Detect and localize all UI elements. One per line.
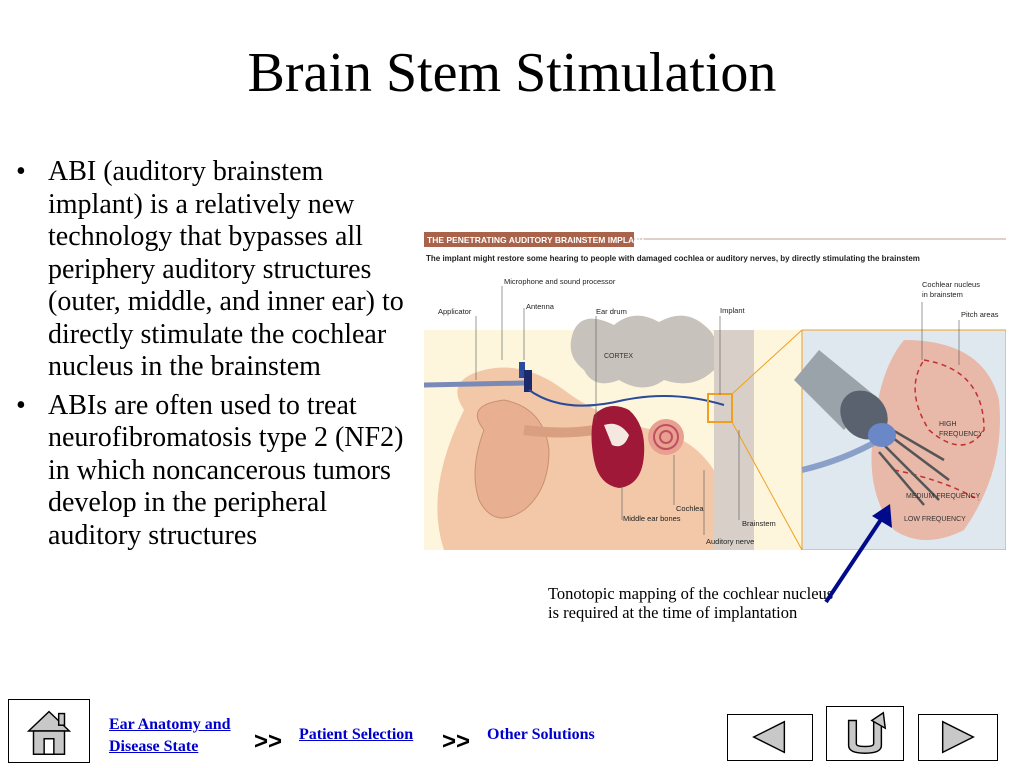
cochlear-nucleus-shape [871, 340, 1000, 540]
figure-header: THE PENETRATING AUDITORY BRAINSTEM IMPLA… [427, 235, 646, 245]
label-middle-ear-bones: Middle ear bones [623, 514, 681, 523]
bullet-dot: • [16, 389, 26, 421]
u-turn-icon [847, 711, 887, 754]
label-cochlea: Cochlea [676, 504, 704, 513]
bullet-text-nf2: ABIs are often used to treat neurofibrom… [48, 389, 404, 551]
next-slide-button[interactable] [918, 714, 998, 761]
nav-link-other-solutions[interactable]: Other Solutions [487, 726, 595, 743]
nav-separator: >> [442, 728, 471, 755]
triangle-left-icon [752, 720, 786, 754]
cortex-shape [570, 315, 718, 388]
pointer-arrow [824, 504, 892, 604]
label-high-frequency-2: FREQUENCY [939, 431, 983, 438]
slide-title: Brain Stem Stimulation [247, 42, 777, 104]
applicator-rod [424, 380, 525, 388]
label-brainstem: Brainstem [742, 519, 776, 528]
bullet-text-abi: ABI (auditory brainstem implant) is a re… [48, 156, 404, 382]
home-button[interactable] [8, 699, 90, 763]
home-icon [26, 710, 72, 755]
nav-link-ear-anatomy[interactable]: Ear Anatomy and Disease State [109, 714, 231, 758]
figure-header-bar [424, 232, 634, 247]
bullet-list: • ABI (auditory brainstem implant) is a … [14, 156, 406, 558]
figure-caption: Tonotopic mapping of the cochlear nucleu… [548, 584, 834, 622]
return-button[interactable] [826, 706, 904, 761]
figure-subheader: The implant might restore some hearing t… [426, 254, 920, 263]
label-pitch-areas: Pitch areas [961, 310, 999, 319]
previous-slide-button[interactable] [727, 714, 813, 761]
label-cochlear-nucleus: Cochlear nucleus [922, 280, 980, 289]
label-applicator: Applicator [438, 307, 472, 316]
label-ear-drum: Ear drum [596, 307, 627, 316]
label-medium-frequency: MEDIUM FREQUENCY [906, 493, 981, 500]
bullet-item: • ABI (auditory brainstem implant) is a … [14, 156, 406, 384]
bullet-dot: • [16, 156, 26, 187]
label-low-frequency: LOW FREQUENCY [904, 516, 966, 523]
bullet-item: • ABIs are often used to treat neurofibr… [14, 390, 406, 553]
nav-separator: >> [254, 728, 283, 755]
label-in-brainstem: in brainstem [922, 290, 963, 299]
label-cortex: CORTEX [604, 353, 633, 360]
nav-link-ear-anatomy-line1[interactable]: Ear Anatomy and [109, 716, 231, 733]
brainstem-shape [714, 330, 754, 550]
label-auditory-nerve: Auditory nerve [706, 537, 754, 546]
abi-illustration: THE PENETRATING AUDITORY BRAINSTEM IMPLA… [424, 230, 1006, 550]
label-implant: Implant [720, 306, 746, 315]
label-microphone: Microphone and sound processor [504, 277, 616, 286]
nav-link-ear-anatomy-line2[interactable]: Disease State [109, 738, 199, 755]
triangle-right-icon [941, 720, 975, 754]
label-antenna: Antenna [526, 302, 555, 311]
nav-link-patient-selection[interactable]: Patient Selection [299, 726, 414, 743]
label-high-frequency: HIGH [939, 421, 957, 428]
